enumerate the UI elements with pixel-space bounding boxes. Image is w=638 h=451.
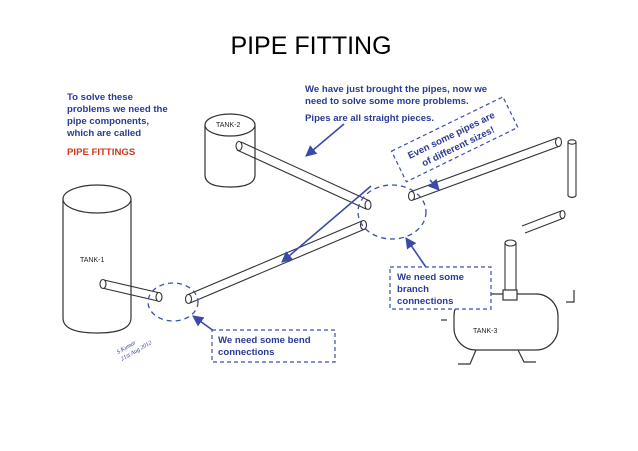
arrow-to-tank2-pipe: [305, 123, 345, 157]
intro-line-2: problems we need the: [67, 104, 168, 115]
tank-2: [204, 113, 256, 188]
branch-line-2: branch: [397, 284, 429, 295]
arrow-to-main-pipe: [281, 185, 372, 263]
intro-note: To solve these problems we need the pipe…: [66, 92, 170, 139]
tank-1: [62, 184, 132, 334]
arrow-to-small-pipe: [428, 178, 440, 191]
straight-note: Pipes are all straight pieces.: [305, 113, 434, 124]
pipe-diagonal-main: [184, 219, 368, 305]
top-note: We have just brought the pipes, now we n…: [305, 84, 490, 107]
bend-line-2: connections: [218, 347, 275, 358]
tank-3-label: TANK-3: [473, 328, 497, 335]
bend-note: We need some bend connections: [211, 329, 336, 363]
page-title: PIPE FITTING: [230, 32, 391, 60]
intro-line-4: which are called: [66, 128, 141, 139]
pipe-from-tank-2: [235, 140, 372, 211]
pipe-fittings-emphasis: PIPE FITTINGS: [67, 147, 136, 158]
top-line-1: We have just brought the pipes, now we: [305, 84, 487, 95]
svg-text:We need some branch: We need some branch connections: [397, 272, 467, 307]
bend-junction-circle: [147, 282, 199, 322]
pipe-tank3-vertical: [504, 239, 517, 290]
branch-line-1: We need some: [397, 272, 464, 283]
loose-pipe-vertical: [567, 139, 577, 199]
bend-line-1: We need some bend: [218, 335, 311, 346]
branch-junction-circle: [357, 184, 427, 240]
tank-1-label: TANK-1: [80, 257, 104, 264]
svg-text:We need some bend connec: We need some bend connections: [218, 335, 313, 358]
intro-line-1: To solve these: [67, 92, 133, 103]
signature: S.Kumar 21st Aug 2012: [116, 333, 153, 363]
branch-note: We need some branch connections: [389, 266, 492, 310]
svg-text:S.Kumar 21st Aug 2012: S.Kumar 21st Aug 2012: [116, 333, 153, 362]
intro-line-3: pipe components,: [67, 116, 149, 127]
branch-line-3: connections: [397, 296, 454, 307]
tank-2-label: TANK-2: [216, 122, 240, 129]
loose-pipe-short: [521, 209, 566, 234]
top-line-2: need to solve some more problems.: [305, 96, 469, 107]
